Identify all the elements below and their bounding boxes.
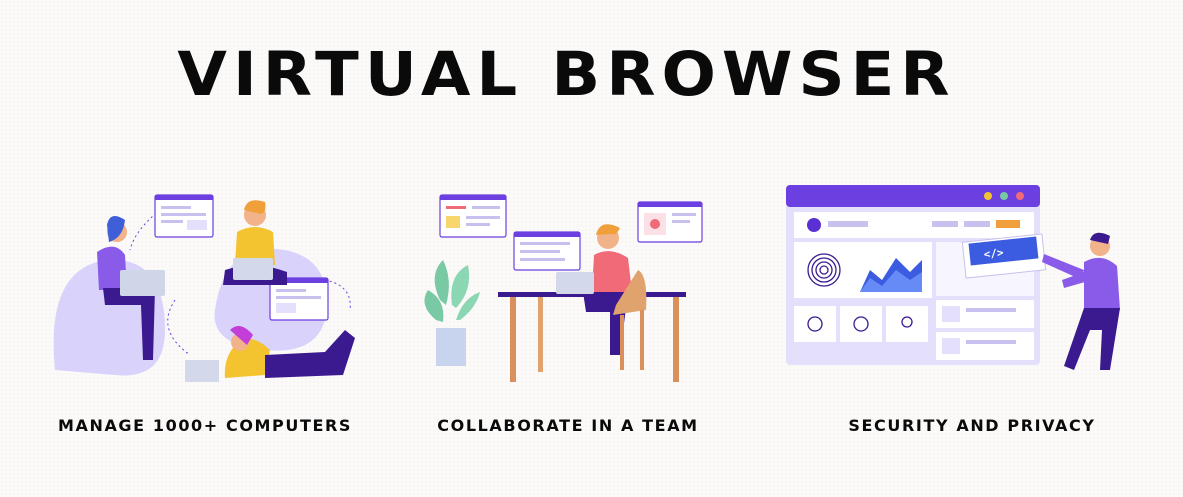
feature-caption: MANAGE 1000+ COMPUTERS	[57, 416, 353, 435]
page-title: VIRTUAL BROWSER	[177, 39, 956, 111]
security-dashboard-illustration: </>	[786, 185, 1120, 370]
feature-caption: SECURITY AND PRIVACY	[848, 416, 1096, 435]
team-with-laptops-illustration	[53, 194, 355, 382]
feature-collaborate: COLLABORATE IN A TEAM	[388, 180, 748, 450]
code-tag-icon: </>	[983, 246, 1004, 261]
feature-security: </> SECURITY AND PRIVACY	[772, 180, 1172, 450]
feature-manage-computers: MANAGE 1000+ COMPUTERS	[25, 180, 385, 450]
feature-caption: COLLABORATE IN A TEAM	[437, 416, 699, 435]
person-at-desk-illustration	[424, 194, 703, 382]
